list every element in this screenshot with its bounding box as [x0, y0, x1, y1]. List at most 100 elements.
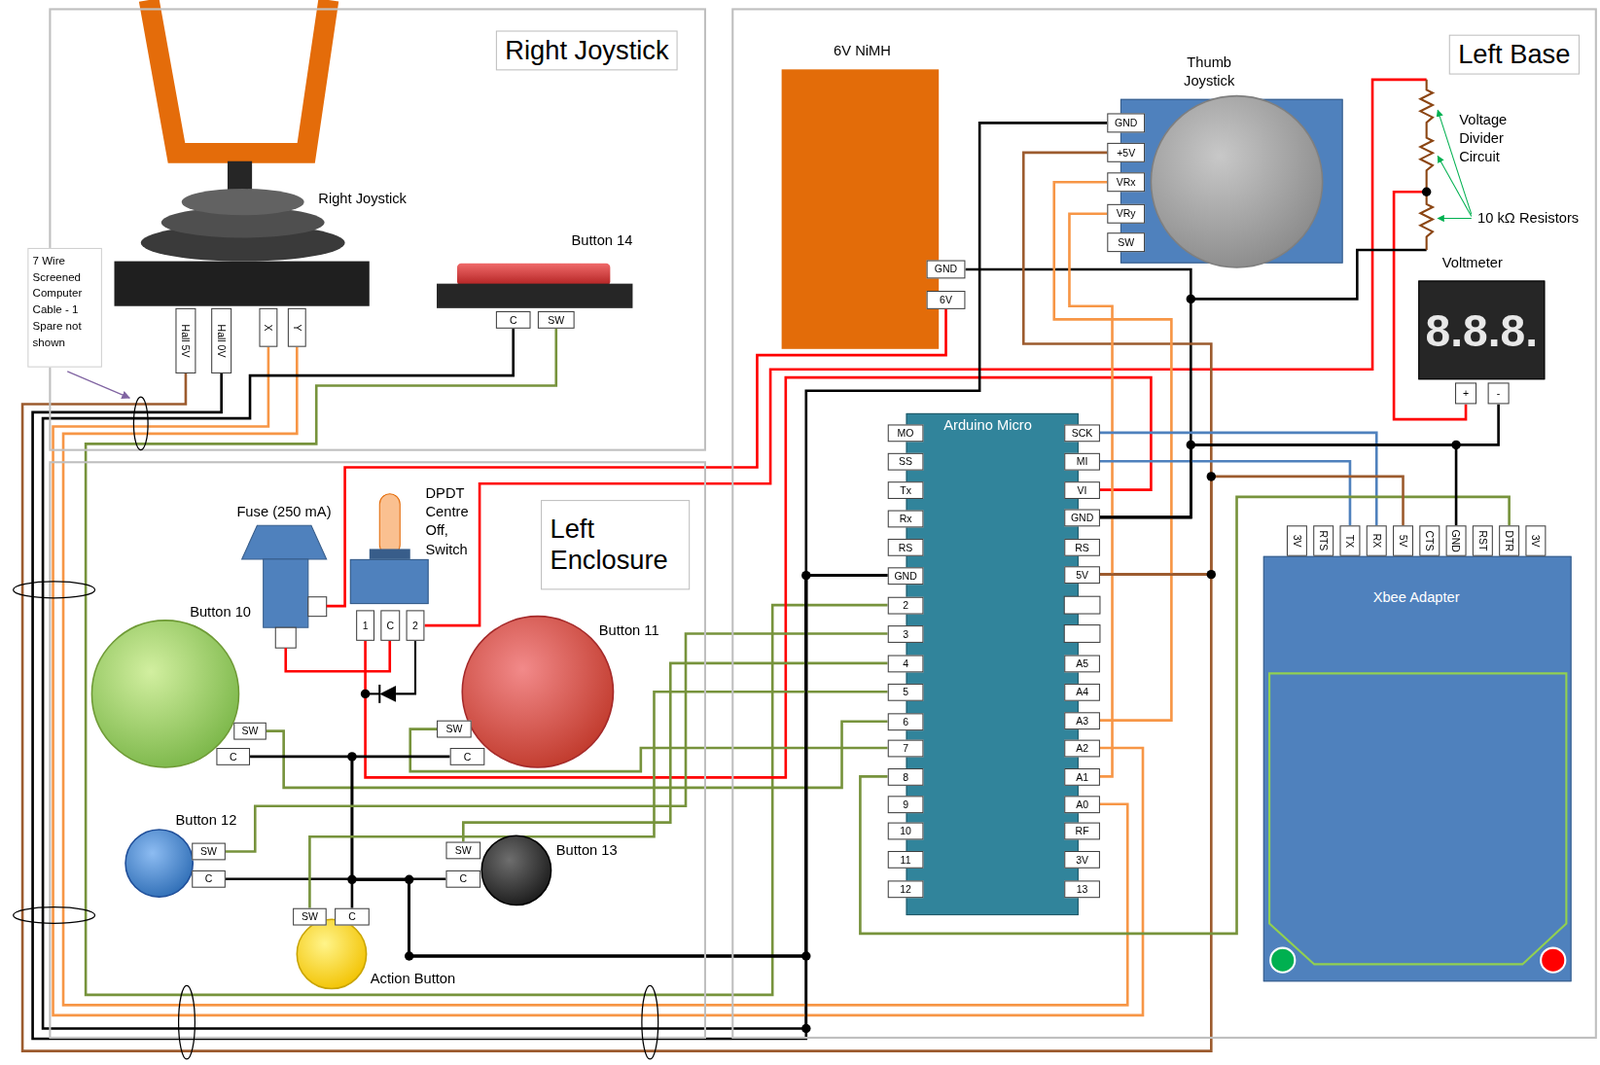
board-label: Arduino Micro [943, 416, 1032, 434]
pin-box: A0 [1064, 795, 1101, 814]
component-body: DPDT Centre Off, Switch1C2 [350, 559, 429, 605]
pin-label: 2 [412, 619, 419, 632]
pin-label: 11 [900, 853, 912, 866]
pin-box: VRx [1106, 172, 1145, 192]
push-button: Button 13SWC [480, 834, 552, 906]
pin-box: SW [191, 843, 226, 861]
leader-line [1437, 156, 1472, 217]
pin-label: RS [898, 541, 914, 554]
pin-box: 8 [888, 767, 925, 785]
component-body: Arduino MicroMOSSTxRxRSGND23456789101112… [906, 413, 1079, 916]
note-box: 7 Wire Screened Computer Cable - 1 Spare… [27, 248, 103, 368]
pin-label: + [1462, 388, 1469, 400]
button-shape [480, 834, 552, 906]
pin-box: SW [233, 722, 267, 741]
junction-dot [404, 951, 414, 960]
blank-pin [1064, 596, 1101, 614]
part-label: Right Joystick [318, 188, 407, 208]
button-shape [295, 918, 367, 990]
wire [1100, 461, 1351, 526]
part-label: DPDT Centre Off, Switch [425, 483, 474, 558]
pin-box: Rx [888, 509, 925, 528]
pin-box: Hall 5V [175, 308, 196, 374]
pin-label: 7 [902, 742, 909, 754]
board-label: Xbee Adapter [1373, 588, 1460, 606]
junction-dot [1422, 187, 1431, 197]
pin-box: MI [1064, 452, 1101, 470]
pin-box: 7 [888, 739, 925, 757]
diode-wire [395, 640, 416, 695]
pin-box: 4 [888, 654, 925, 673]
component-body: Button 14CSW [436, 284, 633, 309]
pin-label: SW [301, 911, 319, 924]
pin-label: VRx [1116, 176, 1137, 188]
pin-box: RS [1064, 537, 1101, 556]
pin-label: SW [1117, 236, 1135, 249]
junction-dot [347, 751, 356, 761]
wire [85, 328, 889, 996]
fuse-holder: Fuse (250 mA) [242, 525, 327, 648]
wire [53, 347, 1143, 1016]
pin-box: C [445, 870, 481, 889]
pin-label: CTS [1423, 531, 1436, 552]
junction-dot [1186, 294, 1196, 304]
button-cap [462, 616, 613, 768]
part-label: Fuse (250 mA) [236, 501, 331, 521]
pin-box: GND [1446, 525, 1467, 556]
pin-box: SW [445, 842, 481, 860]
pin-box: RF [1064, 821, 1101, 840]
annotation-label: Voltage Divider Circuit [1458, 109, 1533, 166]
pin-label: 12 [899, 883, 912, 895]
pin-label: C [205, 873, 214, 886]
pin-label: C [386, 619, 394, 632]
pin-label: SS [898, 455, 913, 467]
pin-label: RF [1075, 824, 1090, 837]
pin-label: C [509, 314, 518, 326]
pin-box: RX [1366, 525, 1387, 556]
pin-label: SCK [1071, 426, 1094, 439]
part-label: Button 13 [556, 840, 618, 859]
button-cap [481, 835, 551, 905]
pin-box: SW [436, 720, 472, 739]
pin-box: RTS [1313, 525, 1334, 556]
pin-box: C [334, 908, 370, 926]
pin-box: VRy [1106, 204, 1145, 224]
part-label: Action Button [370, 969, 456, 989]
cable-bundle [641, 985, 659, 1060]
pin-label: Y [291, 323, 304, 331]
pin-box: X [258, 308, 278, 348]
pin-label: Tx [899, 484, 912, 497]
push-button: Button 11SWC [461, 615, 614, 769]
pin-label: C [463, 750, 472, 763]
pin-box: GND [888, 567, 925, 585]
pin-label: SW [200, 846, 217, 858]
toggle-lever [379, 494, 400, 556]
pin-label: 3V [1291, 534, 1304, 548]
wire [352, 575, 889, 957]
button-shape [124, 828, 194, 898]
pin-box: Hall 0V [211, 308, 232, 374]
pin-box: SW [537, 311, 575, 329]
pin-box: GND [926, 260, 966, 280]
pin-label: RST [1477, 531, 1490, 552]
pin-label: 3V [1075, 853, 1089, 866]
pin-box: 3V [1286, 525, 1308, 556]
pin-label: GND [1070, 511, 1094, 524]
wire [285, 640, 391, 672]
fuse-cap [242, 525, 327, 560]
pin-box: C [215, 747, 250, 766]
pin-label: 5V [1397, 534, 1410, 548]
pin-label: C [459, 873, 467, 886]
junction-dot [1207, 569, 1216, 579]
resistor-symbol [1420, 79, 1433, 250]
pin-box: 6 [888, 712, 925, 731]
note-text: 7 Wire Screened Computer Cable - 1 Spare… [33, 252, 101, 351]
pin-box: SW [1106, 232, 1145, 252]
leader-line [1437, 217, 1472, 219]
pin-label: A1 [1075, 771, 1089, 783]
part-label: Button 11 [599, 620, 660, 640]
pin-box: DTR [1498, 525, 1520, 556]
part-label: 6V NiMH [833, 40, 891, 60]
diode-symbol [378, 684, 381, 704]
